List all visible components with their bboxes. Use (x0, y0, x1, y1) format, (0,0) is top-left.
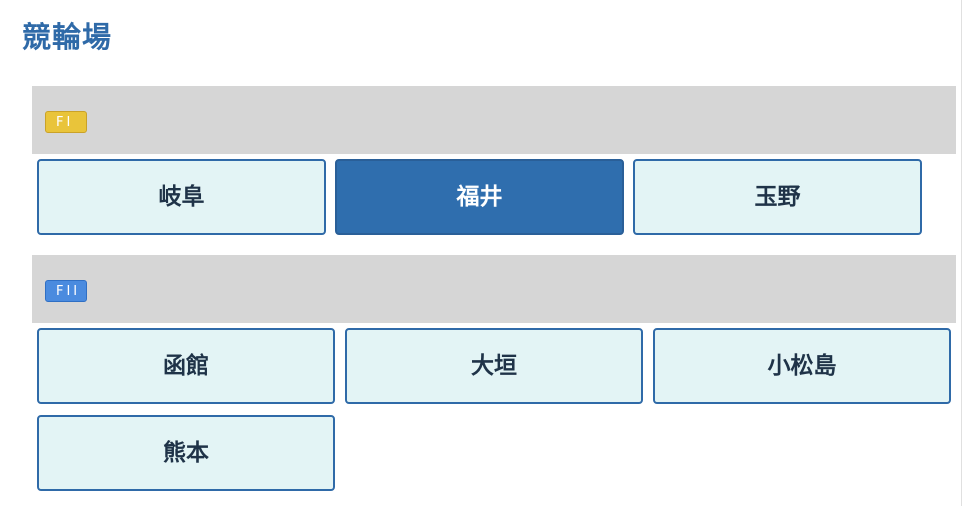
venue-button-gifu[interactable]: 岐阜 (37, 159, 326, 235)
grade-header-fii: FII (32, 255, 956, 323)
grade-badge-fii: FII (45, 280, 87, 302)
venue-button-tamano[interactable]: 玉野 (633, 159, 922, 235)
venue-button-fukui[interactable]: 福井 (335, 159, 624, 235)
venue-button-kumamoto[interactable]: 熊本 (37, 415, 335, 491)
panel-divider (961, 0, 962, 506)
venue-button-komatsushima[interactable]: 小松島 (653, 328, 951, 404)
venue-button-ogaki[interactable]: 大垣 (345, 328, 643, 404)
grade-header-fi: FI (32, 86, 956, 154)
grade-badge-fi: FI (45, 111, 87, 133)
page-title: 競輪場 (22, 20, 113, 54)
venue-button-hakodate[interactable]: 函館 (37, 328, 335, 404)
